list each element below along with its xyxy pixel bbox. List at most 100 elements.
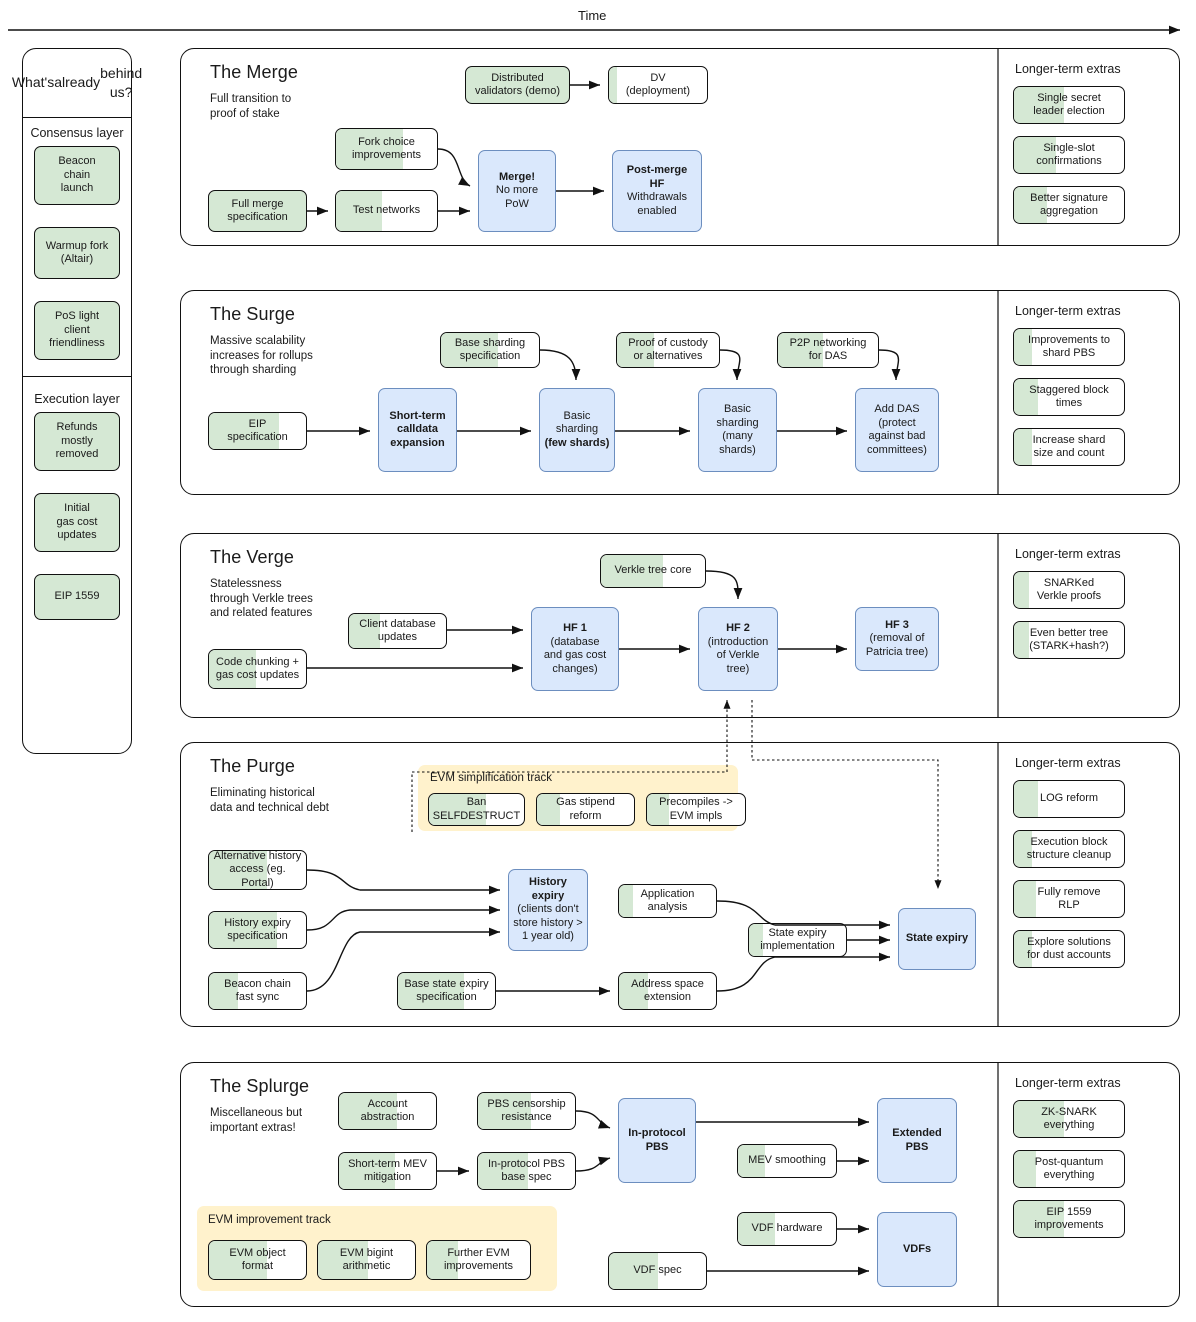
node-dv-deployment[interactable]: DV(deployment) <box>608 66 708 104</box>
node-vdfs[interactable]: VDFs <box>877 1212 957 1287</box>
node-purge-extra-0[interactable]: LOG reform <box>1013 780 1125 818</box>
progress-fill <box>1014 781 1039 817</box>
node-test-networks[interactable]: Test networks <box>335 190 438 232</box>
node-label: MEV smoothing <box>748 1154 826 1167</box>
node-sidebar-0-1[interactable]: Warmup fork(Altair) <box>34 227 120 279</box>
progress-fill <box>209 1241 268 1279</box>
extras-heading-verge: Longer-term extras <box>1015 547 1121 561</box>
node-verkle-tree-core[interactable]: Verkle tree core <box>600 554 706 588</box>
progress-fill <box>427 1241 458 1279</box>
node-state-expiry[interactable]: State expiry <box>898 908 976 970</box>
node-sidebar-1-2[interactable]: EIP 1559 <box>34 574 120 620</box>
progress-fill <box>209 851 268 889</box>
node-verge-extra-1[interactable]: Even better tree(STARK+hash?) <box>1013 621 1125 659</box>
node-label: Precompiles ->EVM impls <box>659 796 733 822</box>
section-title-purge: The Purge <box>210 756 295 776</box>
node-mev-smoothing[interactable]: MEV smoothing <box>737 1144 837 1178</box>
progress-fill <box>1014 622 1030 658</box>
node-vdf-spec[interactable]: VDF spec <box>608 1252 707 1290</box>
progress-fill <box>1014 429 1032 465</box>
node-code-chunking-gas-cost-updates[interactable]: Code chunking +gas cost updates <box>208 649 307 689</box>
progress-fill <box>738 1145 766 1177</box>
progress-fill <box>441 333 498 367</box>
progress-fill <box>339 1153 396 1189</box>
node-precompiles-to-evm-impls[interactable]: Precompiles ->EVM impls <box>646 793 746 826</box>
progress-fill <box>749 924 763 956</box>
progress-fill <box>209 912 277 948</box>
node-vdf-hardware[interactable]: VDF hardware <box>737 1212 837 1246</box>
node-label: Warmup fork(Altair) <box>45 239 109 266</box>
sidebar-divider <box>22 376 132 377</box>
